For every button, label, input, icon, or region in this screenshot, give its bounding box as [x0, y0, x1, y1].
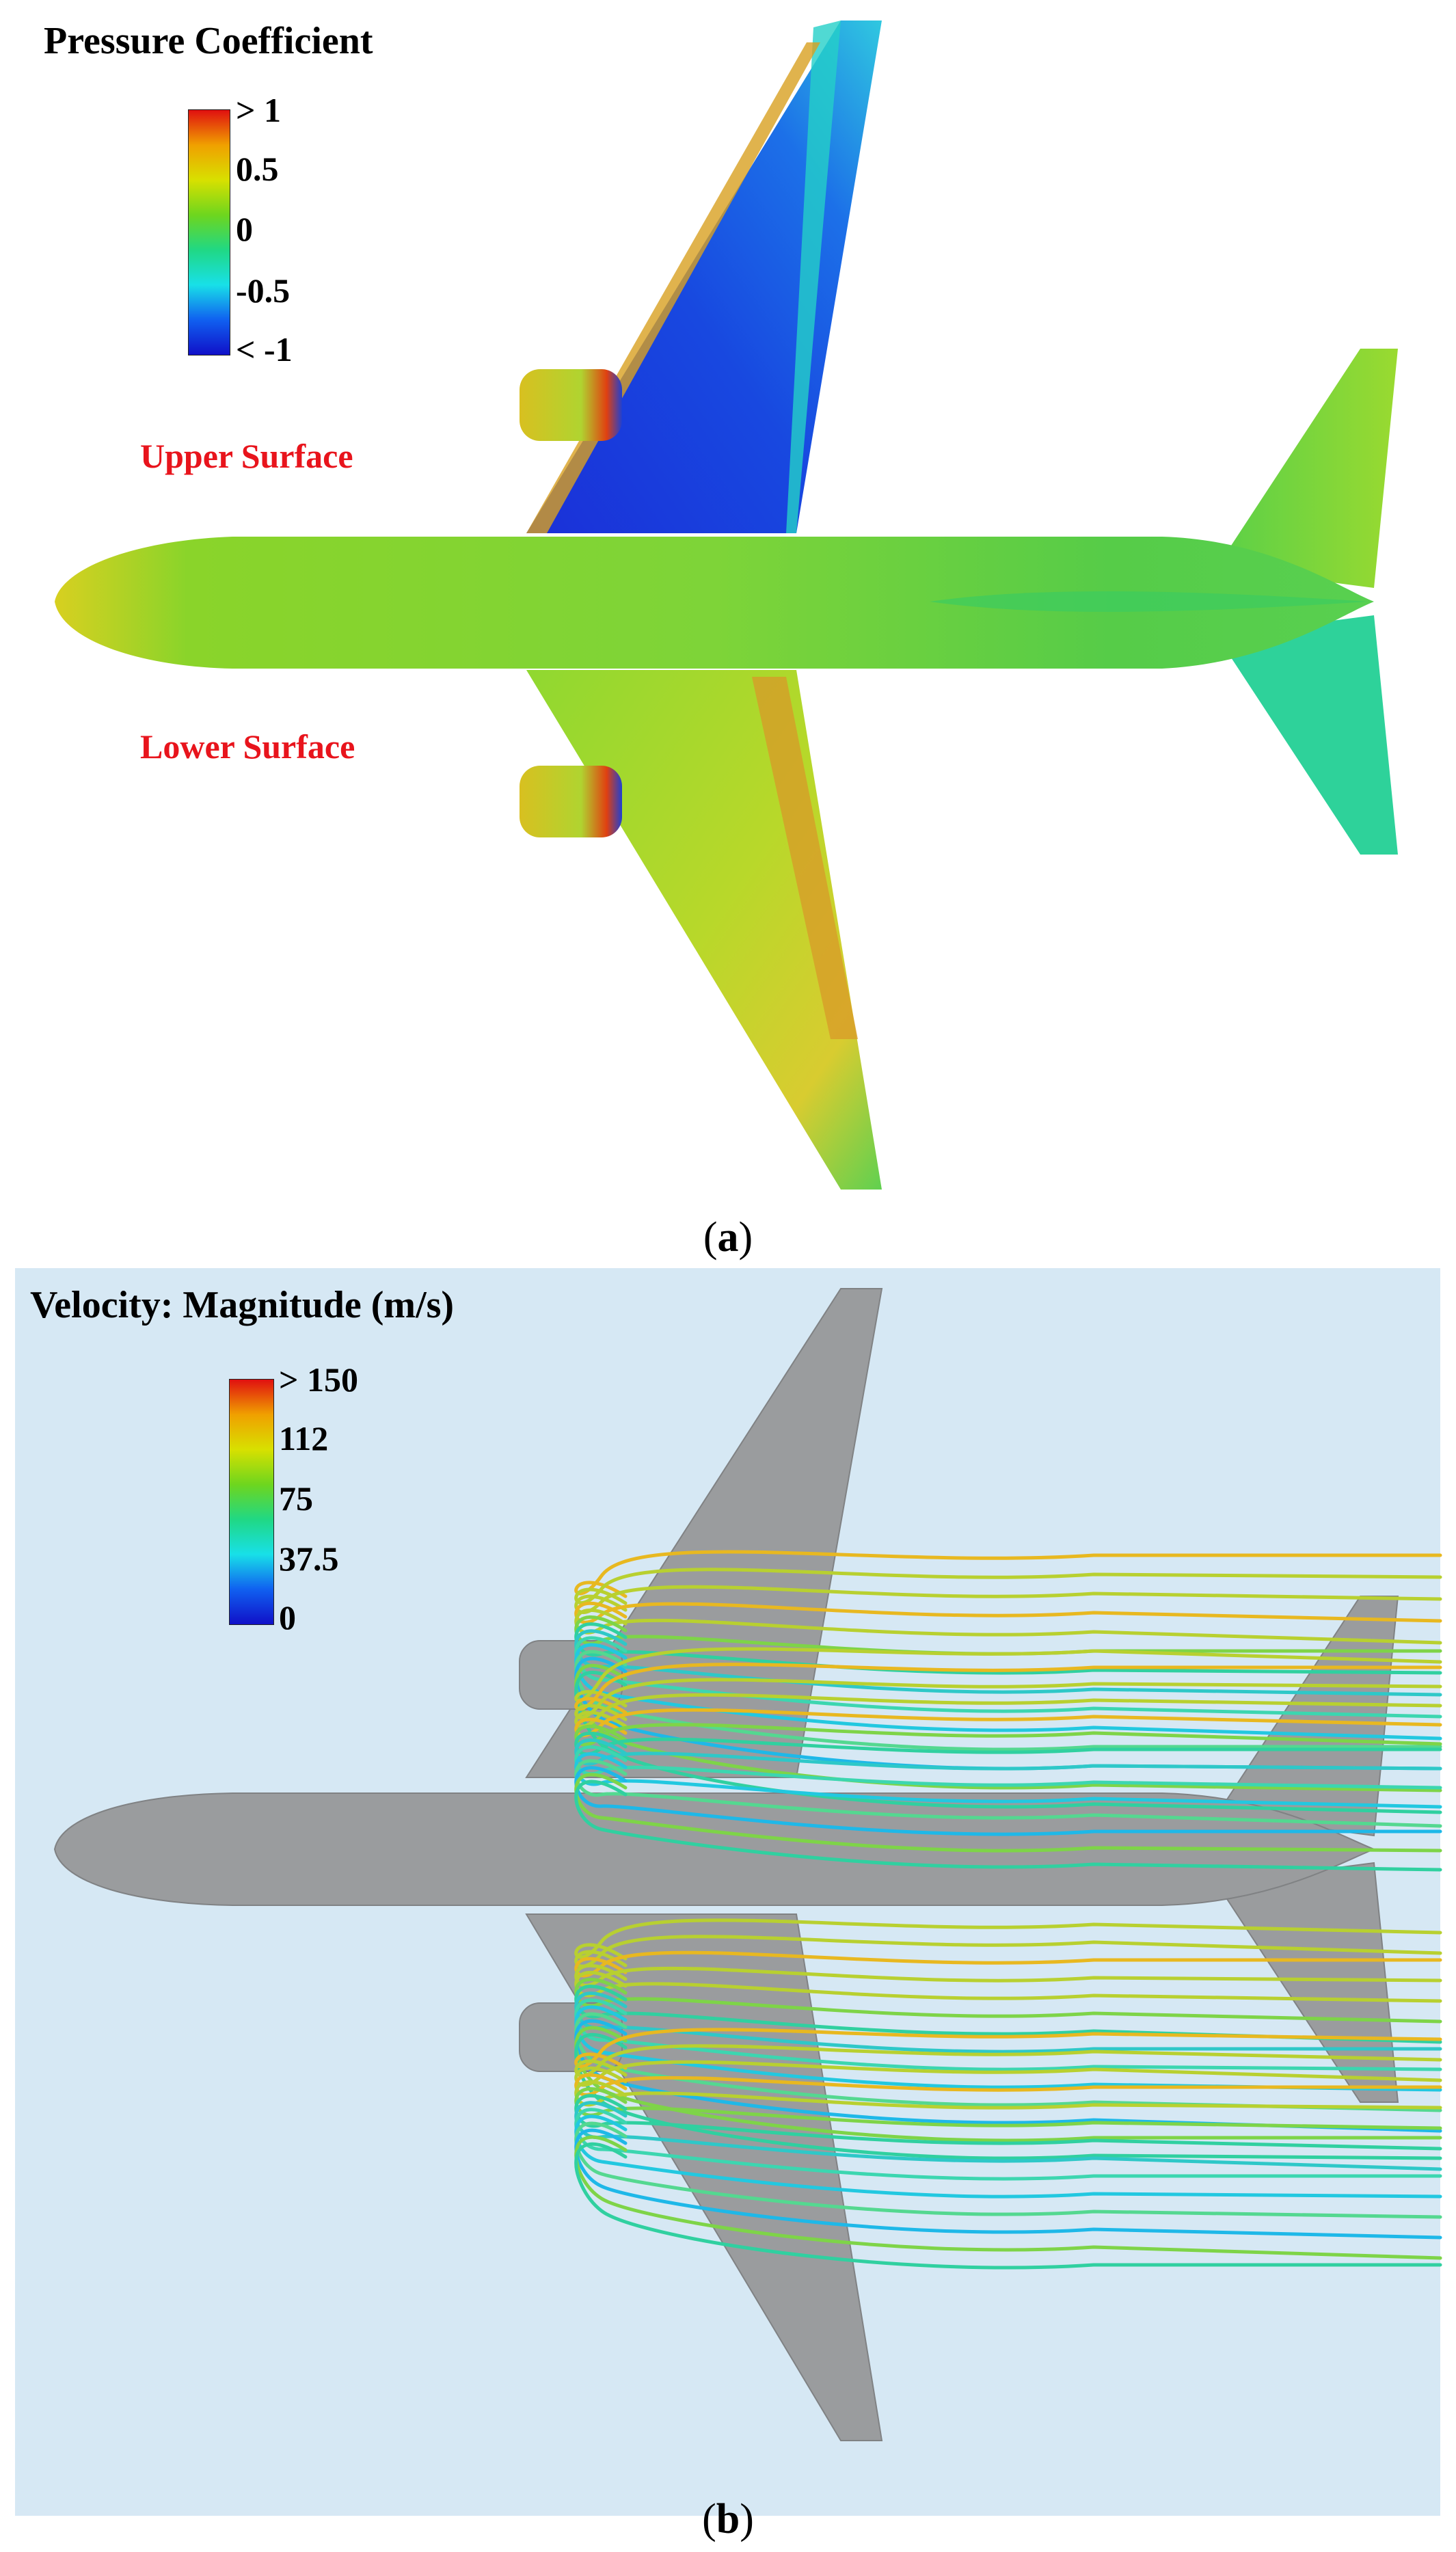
streamline — [574, 1670, 1442, 1814]
colorbar-tick: 112 — [279, 1419, 329, 1458]
streamline — [574, 1636, 1442, 1719]
streamline — [574, 1663, 1442, 1715]
streamline — [574, 2142, 1442, 2270]
streamline — [574, 1647, 1442, 1708]
streamline — [574, 1998, 1442, 2071]
colorbar-tick: > 1 — [236, 91, 281, 129]
pressure-colorbar — [188, 109, 230, 355]
upper-engine — [520, 369, 622, 441]
streamline — [574, 1935, 1442, 1968]
streamline — [574, 1693, 1442, 1728]
aircraft-pressure-render — [55, 21, 1398, 1190]
streamline — [574, 2121, 1442, 2219]
streamline — [574, 1708, 1442, 1738]
colorbar-tick: 0 — [279, 1598, 296, 1637]
streamline — [574, 1991, 1442, 2054]
lower-engine — [520, 766, 622, 837]
streamline — [574, 2032, 1442, 2160]
caption-b: (b) — [702, 2496, 754, 2542]
colorbar-tick: < -1 — [236, 330, 293, 368]
streamline — [574, 2080, 1442, 2110]
colorbar-tick: 75 — [279, 1479, 313, 1518]
colorbar-title: Velocity: Magnitude (m/s) — [30, 1284, 455, 1326]
fuselage — [55, 537, 1374, 669]
streamline — [574, 1601, 1442, 1624]
velocity-magnitude-panel: Velocity: Magnitude (m/s) > 150 112 75 3… — [0, 1268, 1456, 2516]
streamline — [574, 1773, 1442, 1853]
colorbar-tick: 37.5 — [279, 1540, 339, 1578]
colorbar-tick: 0 — [236, 210, 253, 248]
streamline — [574, 2060, 1442, 2087]
streamline — [574, 2005, 1442, 2092]
streamline — [574, 2128, 1442, 2240]
streamline — [574, 1622, 1442, 1675]
upper-tail — [1217, 349, 1398, 588]
streamline — [574, 1985, 1442, 2044]
streamline — [574, 1663, 1442, 1792]
streamline — [574, 2044, 1442, 2078]
streamline — [574, 1963, 1442, 1987]
streamline — [574, 2101, 1442, 2171]
streamline — [574, 1745, 1442, 1790]
streamline — [574, 1918, 1442, 1961]
streamline — [574, 1978, 1442, 2024]
lower-surface-label: Lower Surface — [140, 727, 355, 766]
streamline — [574, 1650, 1442, 1751]
streamline — [574, 1759, 1442, 1828]
streamline — [574, 2019, 1442, 2133]
streamline — [574, 1629, 1442, 1697]
lower-tail — [1217, 615, 1398, 855]
streamline — [574, 1550, 1442, 1598]
streamline — [574, 1970, 1442, 2003]
streamline — [574, 1752, 1442, 1809]
streamline — [574, 2087, 1442, 2130]
velocity-colorbar — [229, 1379, 274, 1625]
streamline — [574, 2028, 1442, 2070]
colorbar-tick: -0.5 — [236, 271, 291, 310]
streamline — [574, 2094, 1442, 2151]
upper-surface-label: Upper Surface — [140, 437, 353, 475]
streamline — [574, 1738, 1442, 1771]
streamline — [574, 2135, 1442, 2260]
pressure-coefficient-panel: Pressure Coefficient > 1 0.5 0 -0.5 < -1… — [0, 0, 1456, 1203]
streamline — [574, 1608, 1442, 1645]
colorbar-title: Pressure Coefficient — [44, 20, 373, 62]
colorbar-tick: 0.5 — [236, 150, 279, 188]
streamline — [574, 2073, 1442, 2097]
streamline — [574, 2012, 1442, 2112]
caption-a: (a) — [703, 1214, 753, 1261]
streamline — [574, 1766, 1442, 1836]
streamline — [574, 1779, 1442, 1872]
streamline — [574, 2108, 1442, 2181]
streamline — [574, 1585, 1442, 1615]
streamline — [574, 2114, 1442, 2199]
streamlines — [574, 1550, 1442, 2270]
streamline — [574, 1950, 1442, 1978]
streamline — [574, 2026, 1442, 2143]
aircraft-streamline-render — [15, 1268, 1442, 2516]
streamline — [574, 1731, 1442, 1756]
streamline — [574, 1678, 1442, 1721]
streamline — [574, 1568, 1442, 1605]
streamline — [574, 1723, 1442, 1747]
colorbar-tick: > 150 — [279, 1360, 358, 1399]
